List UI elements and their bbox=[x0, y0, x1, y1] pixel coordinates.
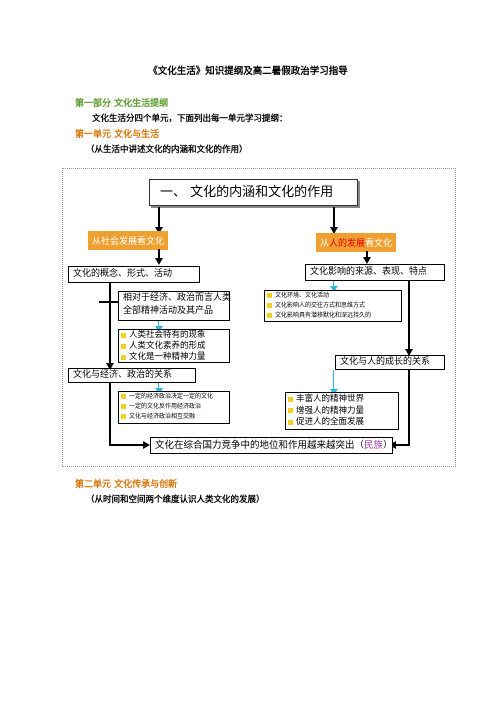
list-item: 文化影响具有潜移默化和深远持久的 bbox=[265, 311, 401, 321]
list-item: 增强人的精神力量 bbox=[286, 406, 398, 418]
unit1-diagram: 一、 文化的内涵和文化的作用 从社会发展看文化 从人的发展看文化 文化的概念、形… bbox=[62, 168, 456, 467]
connector bbox=[158, 249, 160, 259]
connector bbox=[333, 281, 334, 287]
relative-line-1: 相对于经济、政治而言人类 bbox=[123, 293, 232, 303]
label-social: 从社会发展看文化 bbox=[88, 231, 169, 250]
unit2-note: （从时间和空间两个维度认识人类文化的发展） bbox=[86, 495, 265, 505]
connector bbox=[158, 383, 159, 389]
econ-box: 文化与经济、政治的关系 bbox=[68, 368, 196, 383]
list-item: 文化是一种精神力量 bbox=[119, 352, 229, 363]
econ-list: 一定的经济政治决定一定的文化 一定的文化反作用经济政治 文化与经济政治相互交融 bbox=[118, 391, 230, 424]
connector-left bbox=[158, 207, 160, 229]
arrow-head bbox=[405, 349, 413, 356]
intro-text: 文化生活分四个单元，下面列出每一单元学习提纲： bbox=[92, 114, 288, 124]
connector bbox=[109, 283, 111, 365]
arrow-head bbox=[330, 227, 338, 234]
diagram-main-title: 一、 文化的内涵和文化的作用 bbox=[149, 179, 358, 206]
bottom-emphasis: 民族 bbox=[364, 440, 384, 451]
growth-list: 丰富人的精神世界 增强人的精神力量 促进人的全面发展 bbox=[285, 392, 399, 430]
arrow-head bbox=[363, 257, 371, 264]
concept-box: 文化的概念、形式、活动 bbox=[68, 266, 200, 283]
arrow-head bbox=[143, 441, 150, 449]
list-item: 文化与经济政治相互交融 bbox=[119, 412, 229, 422]
arrow-head bbox=[106, 363, 114, 370]
bottom-box: 文化在综合国力竞争中的地位和作用越来越突出（民族） bbox=[150, 437, 393, 454]
list-item: 人类文化素养的形成 bbox=[119, 341, 229, 352]
growth-box: 文化与人的成长的关系 bbox=[335, 355, 445, 370]
list-item: 人类社会特有的现象 bbox=[119, 330, 229, 341]
arrow-head bbox=[155, 258, 163, 265]
influence-box: 文化影响的来源、表现、特点 bbox=[305, 264, 445, 281]
list-item: 文化环境、文化活动 bbox=[265, 291, 401, 301]
connector bbox=[396, 444, 410, 446]
part1-heading: 第一部分 文化生活提纲 bbox=[75, 99, 169, 109]
arrow-head bbox=[330, 286, 338, 292]
relative-line-2: 全部精神活动及其产品 bbox=[123, 306, 214, 316]
connector bbox=[333, 370, 334, 390]
influence-list: 文化环境、文化活动 文化影响人的交往方式和思维方式 文化影响具有潜移默化和深远持… bbox=[264, 290, 402, 322]
connector bbox=[408, 370, 410, 445]
connector bbox=[158, 321, 159, 327]
doc-title: 《文化生活》知识提纲及高二暑假政治学习指导 bbox=[148, 66, 348, 77]
list-item: 一定的经济政治决定一定的文化 bbox=[119, 392, 229, 402]
connector bbox=[109, 444, 144, 446]
arrow-head bbox=[155, 227, 163, 234]
unit2-heading: 第二单元 文化传承与创新 bbox=[75, 480, 178, 490]
unit1-heading: 第一单元 文化与生活 bbox=[75, 130, 160, 140]
connector bbox=[366, 251, 368, 259]
feature-list: 人类社会特有的现象 人类文化素养的形成 文化是一种精神力量 bbox=[118, 329, 230, 363]
list-item: 文化影响人的交往方式和思维方式 bbox=[265, 301, 401, 311]
connector-right bbox=[333, 207, 335, 229]
bottom-text-end: ） bbox=[383, 440, 393, 451]
list-item: 一定的文化反作用经济政治 bbox=[119, 402, 229, 412]
list-item: 促进人的全面发展 bbox=[286, 417, 398, 429]
connector bbox=[99, 301, 119, 303]
bottom-text: 文化在综合国力竞争中的地位和作用越来越突出（ bbox=[155, 440, 365, 451]
relative-box: 相对于经济、政治而言人类 全部精神活动及其产品 bbox=[118, 291, 232, 321]
connector bbox=[408, 281, 410, 351]
label-human: 从人的发展看文化 bbox=[316, 233, 397, 252]
unit1-note: （从生活中讲述文化的内涵和文化的作用） bbox=[86, 145, 248, 155]
connector bbox=[109, 383, 111, 445]
list-item: 丰富人的精神世界 bbox=[286, 394, 398, 406]
